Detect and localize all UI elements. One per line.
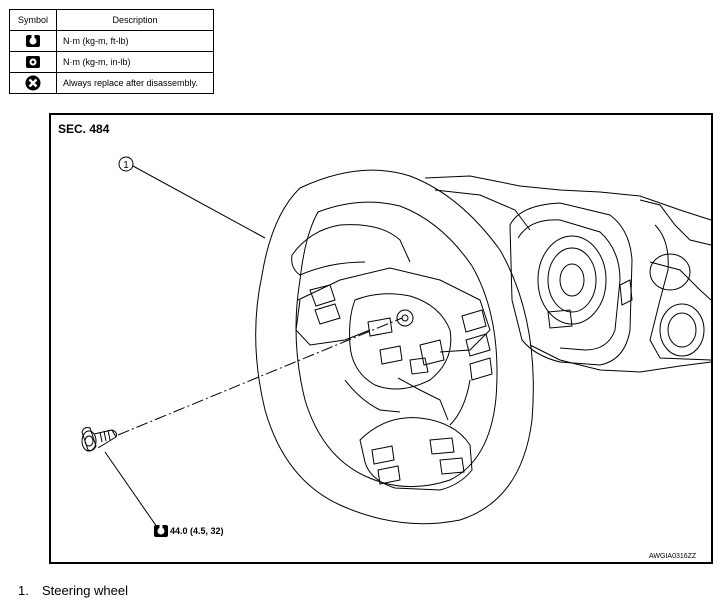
parts-list-number: 1. — [18, 583, 29, 598]
legend-row: Always replace after disassembly. — [9, 72, 214, 94]
callout-circle — [118, 156, 134, 172]
symbol-legend-table: Symbol Description N·m (kg-m, ft-lb) N·m… — [9, 9, 214, 94]
callout-leader — [132, 165, 266, 239]
torque-value: 44.0 (4.5, 32) — [170, 526, 224, 536]
legend-description: Always replace after disassembly. — [56, 72, 214, 94]
torque-leader — [104, 451, 158, 528]
bolt-center-line — [117, 317, 403, 436]
callout-number: 1 — [123, 160, 129, 171]
torque-wrench-small-icon — [26, 56, 40, 68]
torque-wrench-icon — [26, 35, 40, 47]
diagram-frame — [49, 113, 713, 564]
section-number: SEC. 484 — [58, 122, 110, 136]
steering-wheel-bolt — [81, 427, 117, 452]
legend-row: N·m (kg-m, ft-lb) — [9, 30, 214, 52]
parts-list-label: Steering wheel — [42, 583, 128, 598]
torque-wrench-icon — [154, 525, 168, 537]
parts-list-item: 1. Steering wheel — [18, 583, 128, 598]
steering-wheel-rim — [255, 169, 534, 525]
steering-column — [424, 175, 712, 373]
figure-code: AWGIA0316ZZ — [649, 553, 697, 560]
always-replace-icon — [25, 75, 41, 91]
steering-wheel-hub — [295, 267, 493, 491]
